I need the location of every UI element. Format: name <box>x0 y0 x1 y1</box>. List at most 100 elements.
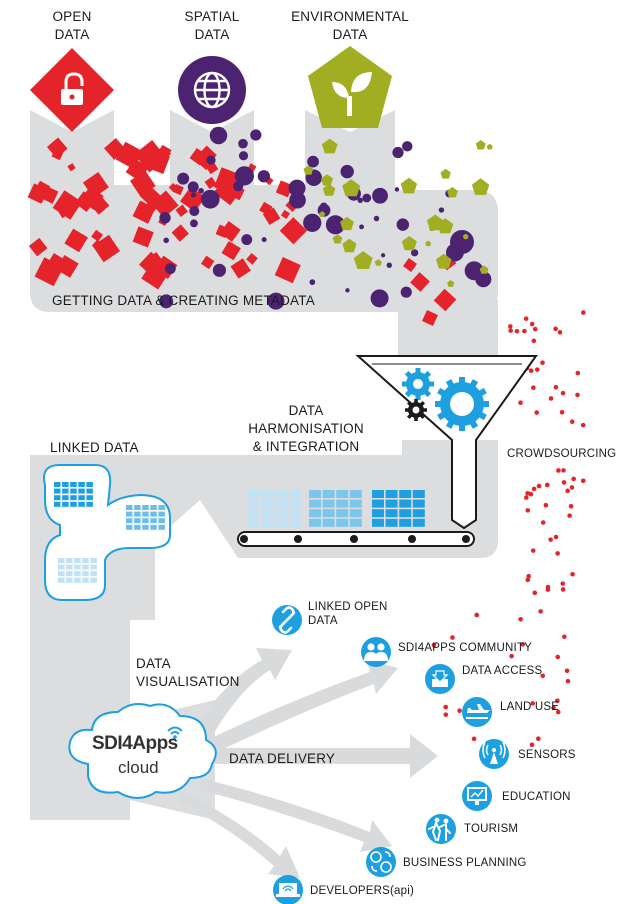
crowd-dot <box>548 396 554 401</box>
purple-dot <box>464 261 484 281</box>
purple-dot <box>159 294 174 309</box>
delivery-arrows <box>180 648 438 878</box>
purple-dot <box>159 212 171 224</box>
green-pentagon <box>479 265 489 274</box>
purple-dot <box>450 230 474 254</box>
crowd-dot <box>557 330 563 335</box>
grid-cell <box>54 501 61 507</box>
red-diamond <box>180 186 206 212</box>
grid-cell <box>142 524 149 530</box>
purple-dot <box>234 166 254 186</box>
grid-cell <box>399 490 412 498</box>
purple-dot <box>362 193 372 203</box>
red-diamond <box>171 224 189 242</box>
red-diamond <box>205 161 219 175</box>
red-diamond <box>104 137 127 160</box>
red-diamond <box>230 258 251 279</box>
grid-cell <box>349 499 362 508</box>
purple-dot <box>372 187 388 204</box>
gear-tooth <box>404 389 413 398</box>
community-label: SDI4APPS COMMUNITY <box>398 642 532 654</box>
gear-tooth <box>477 387 487 397</box>
crowd-dot <box>522 328 527 334</box>
grid-cell <box>322 509 335 518</box>
developers-api-icon <box>273 875 303 904</box>
crowd-dot <box>561 468 566 473</box>
red-diamond <box>82 172 109 198</box>
middle-flow-channel <box>30 440 498 620</box>
grid-cell <box>74 577 81 583</box>
purple-dot <box>261 237 267 243</box>
land-use-icon <box>462 697 492 727</box>
red-diamond <box>55 200 74 219</box>
crowd-dot <box>529 742 535 748</box>
crowd-dot <box>540 360 545 365</box>
green-pentagon <box>425 240 432 247</box>
purple-dot <box>438 207 445 213</box>
grid-cell <box>158 524 165 530</box>
crowd-dot <box>570 571 575 577</box>
crowd-dot <box>471 736 477 742</box>
environmental-data-badge <box>308 46 392 128</box>
red-diamond <box>274 257 301 284</box>
purple-dot <box>309 279 316 286</box>
data-access-label: DATA ACCESS <box>462 665 543 677</box>
green-pentagon <box>447 187 458 198</box>
linked-open-data-icon <box>272 605 302 635</box>
green-pentagon <box>321 174 333 186</box>
green-pentagon <box>471 178 490 195</box>
crowd-dot <box>531 385 536 390</box>
green-pentagon <box>303 165 314 175</box>
crowd-dot <box>443 704 448 710</box>
red-diamond <box>422 310 438 326</box>
linked-open-data-label-line1: LINKED OPEN <box>308 601 388 613</box>
grid-cell <box>58 564 65 570</box>
grid-cell <box>372 499 384 508</box>
crowd-dot <box>565 488 570 494</box>
purple-dot <box>303 213 322 232</box>
harmonisation-label: DATA HARMONISATION & INTEGRATION <box>226 402 386 456</box>
purple-dot <box>190 219 198 228</box>
grid-cell <box>90 577 97 583</box>
red-diamond <box>221 240 241 261</box>
crowd-dot <box>555 654 561 660</box>
grid-cell <box>150 505 157 510</box>
green-pentagon <box>428 225 436 231</box>
grid-cell <box>309 490 321 498</box>
crowd-dot <box>540 520 546 525</box>
purple-dot <box>190 192 197 198</box>
grid-cell <box>142 505 149 510</box>
green-pentagon <box>353 251 373 269</box>
grid-cell <box>261 509 274 518</box>
grid-cell <box>288 509 301 518</box>
open-data-label: OPEN DATA <box>32 8 112 44</box>
crowd-dot <box>514 328 520 334</box>
gear-tooth <box>415 394 421 400</box>
gear-tooth <box>459 424 465 431</box>
open-data-label-line2: DATA <box>54 27 90 42</box>
purple-dot <box>289 191 306 209</box>
purple-dot <box>189 206 200 217</box>
purple-dot <box>411 249 419 257</box>
grid-cell <box>261 518 274 527</box>
grid-cell <box>150 511 157 517</box>
linked-data-grid-3 <box>58 558 97 583</box>
grid-cell <box>126 511 133 517</box>
crowd-dot <box>560 390 566 396</box>
spatial-data-label: SPATIAL DATA <box>170 8 254 44</box>
grid-cell <box>322 490 335 498</box>
gear-tooth <box>482 401 489 407</box>
linked-open-data-label-line2: DATA <box>308 615 338 627</box>
grid-cell <box>66 564 73 570</box>
red-diamond <box>189 147 207 166</box>
green-pentagon <box>401 236 417 251</box>
grid-cell <box>372 490 384 498</box>
grid-cell <box>66 577 73 583</box>
gear-tooth <box>437 411 447 421</box>
grid-cell <box>399 509 412 518</box>
crowd-dot <box>532 590 538 596</box>
grid-cell <box>158 511 165 517</box>
gear-tooth <box>469 379 479 389</box>
grid-cell <box>70 495 77 501</box>
